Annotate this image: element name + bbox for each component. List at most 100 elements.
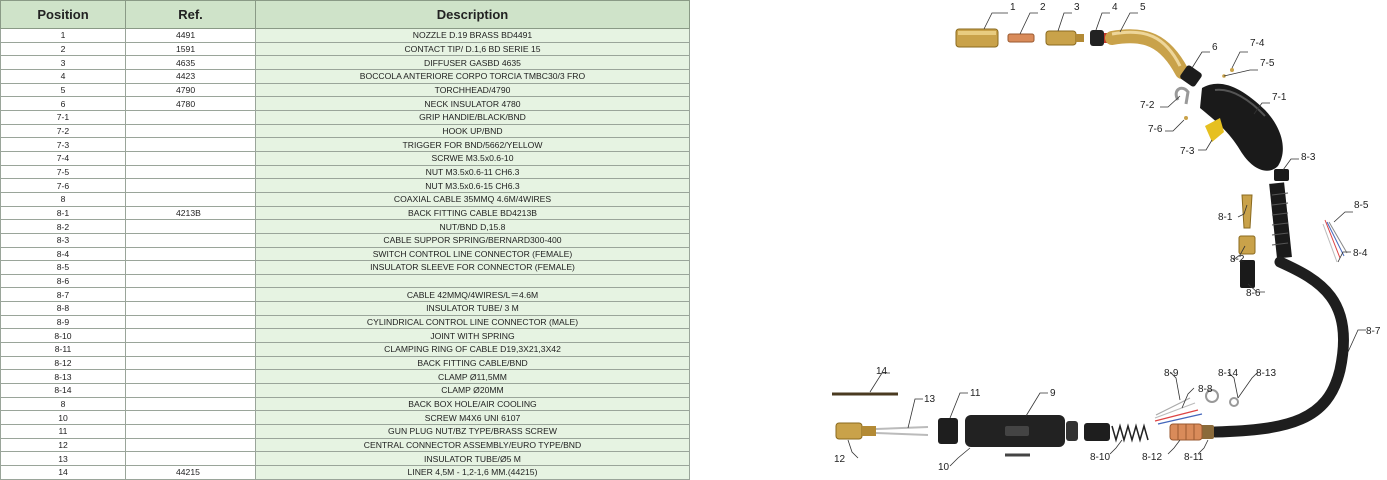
callout-label: 8-9 (1164, 368, 1179, 379)
cell-description: TORCHHEAD/4790 (255, 82, 690, 98)
cell-description: CYLINDRICAL CONTROL LINE CONNECTOR (MALE… (255, 314, 690, 330)
callout-label: 8-5 (1354, 200, 1369, 211)
cell-ref (125, 164, 256, 180)
callout-label: 6 (1212, 42, 1218, 53)
callout-label: 9 (1050, 388, 1056, 399)
spring-joint-part (1084, 423, 1149, 443)
callout-label: 8-10 (1090, 452, 1110, 463)
cell-ref (125, 178, 256, 193)
cell-description: GUN PLUG NUT/BZ TYPE/BRASS SCREW (255, 424, 690, 439)
header-description: Description (255, 0, 690, 29)
grip-handle-part (1200, 83, 1283, 171)
back-fitting-copper-part (1169, 423, 1203, 441)
cell-position: 7-1 (0, 109, 126, 125)
cell-ref (125, 232, 256, 248)
callout-label: 8-7 (1366, 326, 1381, 337)
cell-ref (125, 301, 256, 316)
cell-position: 7-5 (0, 164, 126, 180)
cell-position: 5 (0, 82, 126, 98)
cell-position: 2 (0, 41, 126, 57)
insulator-sleeve-part (1274, 169, 1289, 181)
cell-position: 12 (0, 437, 126, 453)
cell-description: CONTACT TIP/ D.1,6 BD SERIE 15 (255, 41, 690, 57)
callout-label: 14 (876, 366, 888, 377)
cell-position: 8-13 (0, 369, 126, 385)
callout-label: 8-14 (1218, 368, 1238, 379)
cell-ref (125, 109, 256, 125)
table-row: 8-7 CABLE 42MMQ/4WIRES/L＝4.6M (0, 287, 690, 303)
cell-position: 8-10 (0, 328, 126, 344)
cell-position: 7-6 (0, 178, 126, 193)
cell-description: DIFFUSER GASBD 4635 (255, 55, 690, 70)
cell-position: 8-14 (0, 383, 126, 398)
cell-ref: 4635 (125, 55, 256, 70)
cell-ref (125, 150, 256, 166)
neck-insulator-part (1180, 65, 1202, 87)
cell-description: NUT M3.5x0.6-11 CH6.3 (255, 164, 690, 180)
cell-description: CABLE 42MMQ/4WIRES/L＝4.6M (255, 287, 690, 303)
cell-description: NUT/BND D,15.8 (255, 219, 690, 234)
cell-ref (125, 273, 256, 289)
cell-position: 8-9 (0, 314, 126, 330)
table-row: 8-6 (0, 273, 690, 289)
cell-position: 8-11 (0, 342, 126, 357)
cell-position: 8-7 (0, 287, 126, 303)
cell-description: SWITCH CONTROL LINE CONNECTOR (FEMALE) (255, 246, 690, 262)
nozzle-part (955, 28, 999, 48)
cell-position: 8-2 (0, 219, 126, 234)
cell-ref: 4790 (125, 82, 256, 98)
nut-fitting-part (1238, 235, 1256, 255)
cell-position: 8-6 (0, 273, 126, 289)
cell-ref (125, 396, 256, 412)
cell-ref (125, 314, 256, 330)
cell-ref: 44215 (125, 465, 256, 480)
cell-description (255, 273, 690, 289)
cell-description: BACK FITTING CABLE/BND (255, 355, 690, 371)
cell-ref (125, 424, 256, 439)
insulator-tube-part (875, 426, 929, 436)
header-position: Position (0, 0, 126, 29)
callout-label: 8-2 (1230, 254, 1245, 265)
clamp-20mm-part (1205, 389, 1219, 403)
cell-ref (125, 383, 256, 398)
callout-label: 1 (1010, 2, 1016, 13)
cell-description: COAXIAL CABLE 35MMQ 4.6M/4WIRES (255, 191, 690, 207)
cell-position: 6 (0, 96, 126, 111)
cell-position: 10 (0, 410, 126, 426)
cell-ref (125, 451, 256, 466)
clamping-ring-part (1200, 425, 1214, 439)
hook-part (1174, 86, 1190, 105)
cell-description: CLAMP Ø11,5MM (255, 369, 690, 385)
cell-ref (125, 287, 256, 303)
callout-label: 8-6 (1246, 288, 1261, 299)
callout-label: 8-1 (1218, 212, 1233, 223)
cell-description: HOOK UP/BND (255, 123, 690, 139)
cell-position: 14 (0, 465, 126, 480)
callout-label: 7-5 (1260, 58, 1275, 69)
trigger-part (1205, 118, 1224, 142)
cell-ref (125, 410, 256, 426)
table-row: 7-5 NUT M3.5x0.6-11 CH6.3 (0, 164, 690, 180)
cell-description: CABLE SUPPOR SPRING/BERNARD300-400 (255, 232, 690, 248)
clamp-11mm-part (1229, 397, 1239, 407)
callout-label: 7-1 (1272, 92, 1287, 103)
cell-description: NOZZLE D.19 BRASS BD4491 (255, 28, 690, 43)
cell-description: SCRWE M3.5x0.6-10 (255, 150, 690, 166)
